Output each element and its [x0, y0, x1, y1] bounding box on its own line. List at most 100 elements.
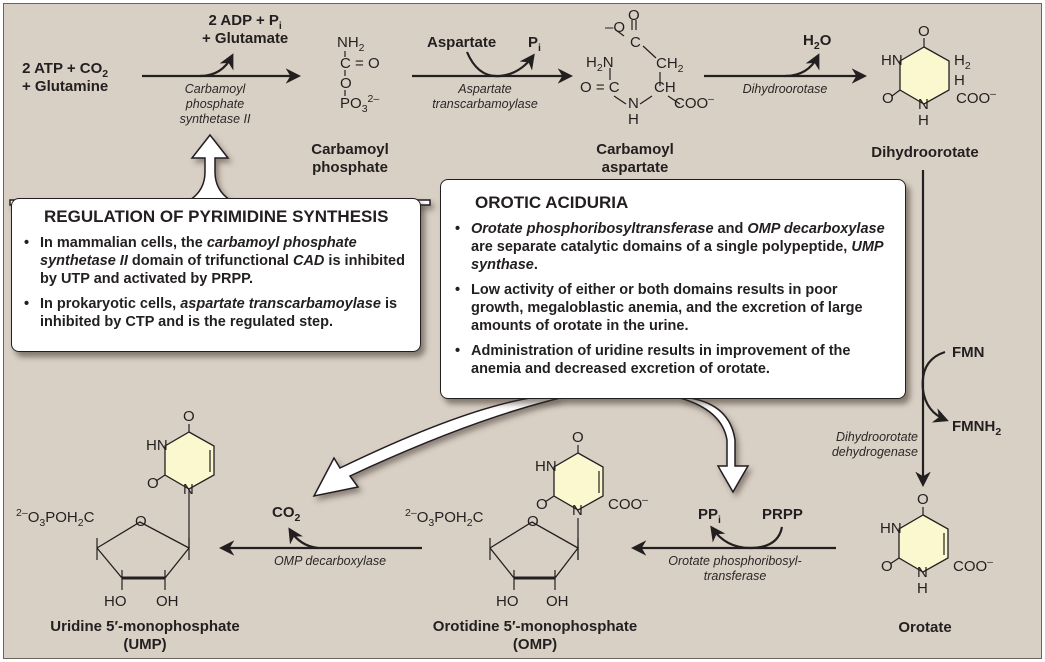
compound-name-carbamoyl-aspartate: Carbamoyl aspartate: [580, 141, 690, 177]
enzyme-line: Dihydroorotate: [836, 430, 918, 444]
italic-term: Orotate phosphoribosyltransferase: [471, 221, 714, 237]
atom-h2: H2: [954, 52, 971, 72]
orotic-pointer-arrow-down: [679, 397, 750, 494]
superscript: 2–: [16, 507, 28, 519]
dihydroorotate-ring: [891, 38, 950, 105]
step1-substrates: 2 ATP + CO2 + Glutamine: [22, 60, 108, 96]
product-fmnh2: FMNH2: [952, 418, 1002, 438]
atom-coo: COO–: [608, 495, 648, 513]
atom-h: H: [628, 111, 639, 128]
atom-ch: CH: [654, 79, 676, 96]
bullet-icon: •: [24, 235, 30, 251]
atom-text: CH: [656, 55, 678, 72]
name-line: Carbamoyl: [596, 141, 674, 158]
atom-text: PP: [698, 506, 719, 523]
name-line: aspartate: [601, 159, 669, 176]
orotic-bullet-list: •Orotate phosphoribosyltransferase and O…: [455, 220, 891, 378]
atom-coo: COO–: [953, 557, 993, 575]
bullet-icon: •: [455, 343, 461, 359]
atom-nh: H: [918, 112, 929, 129]
text-run: Administration of uridine results in imp…: [471, 343, 851, 377]
atom-hn: HN: [146, 437, 168, 454]
atom-text: COO: [674, 95, 709, 112]
name-line: (OMP): [512, 636, 558, 653]
atom-text: CO: [272, 504, 295, 521]
text-run: In prokaryotic cells,: [40, 296, 181, 312]
product-ppi: PPi: [698, 506, 721, 526]
subscript: 2: [294, 512, 301, 524]
subscript: 2: [964, 60, 971, 72]
bullet-icon: •: [455, 221, 461, 237]
name-line: Uridine 5′-monophosphate: [50, 618, 240, 635]
bullet-item: • Administration of uridine results in im…: [455, 342, 891, 378]
product-pi: Pi: [528, 34, 541, 53]
atom-text: COO: [608, 496, 643, 513]
subscript: 2: [358, 42, 365, 54]
atom-text: POH: [434, 509, 467, 526]
ump-ribose-ring: [96, 521, 190, 590]
atom-o-top: O: [917, 491, 929, 508]
product-adp-pi: 2 ADP + P: [208, 12, 279, 29]
atom-ho: HO: [496, 593, 519, 610]
carbamoyl-aspartate-bonds: [609, 20, 681, 105]
atom-text: H: [954, 52, 965, 69]
atom-o: O: [340, 75, 352, 92]
atom-o-minus: –O: [605, 19, 626, 36]
subscript: 2: [995, 426, 1002, 438]
atom-n: N: [183, 481, 194, 498]
text-run: are separate catalytic domains of a sing…: [471, 239, 852, 255]
compound-name-orotate: Orotate: [898, 619, 952, 636]
enzyme-cps2: Carbamoyl phosphate synthetase II: [160, 82, 270, 127]
atom-o-top: O: [918, 23, 930, 40]
atom-phosphate-group: 2–O3POH2C: [16, 507, 94, 529]
orotic-aciduria-info-box: OROTIC ACIDURIA •Orotate phosphoribosylt…: [440, 179, 906, 399]
side-arc-arrow-step5: [710, 525, 784, 550]
atom-hn: HN: [880, 520, 902, 537]
atom-h: H: [954, 72, 965, 89]
substrate-fmn: FMN: [952, 344, 985, 361]
italic-term: carbamoyl phosphate synthetase II: [40, 235, 357, 269]
subscript: i: [278, 20, 282, 32]
bullet-item: •Orotate phosphoribosyltransferase and O…: [455, 220, 891, 274]
side-product-arrow-step1: [199, 53, 234, 78]
atom-text: FMNH: [952, 418, 996, 435]
orotate-ring: [889, 507, 949, 573]
atom-o-left: O: [536, 496, 548, 513]
text-run: domain of trifunctional: [127, 253, 293, 269]
product-glutamate: + Glutamate: [202, 30, 289, 47]
enzyme-omp-decarboxylase: OMP decarboxylase: [273, 554, 387, 568]
compound-name-carbamoyl-phosphate: Carbamoyl phosphate: [300, 141, 400, 177]
enzyme-dihydroorotase: Dihydroorotase: [742, 82, 828, 96]
atom-ch2: CH2: [656, 55, 684, 75]
subscript: 2: [466, 517, 473, 529]
atom-text: POH: [45, 509, 78, 526]
name-line: Orotidine 5′-monophosphate: [432, 618, 638, 635]
substrate-prpp: PRPP: [762, 506, 803, 523]
compound-name-dihydroorotate: Dihydroorotate: [871, 144, 979, 161]
subscript: 3: [361, 103, 368, 115]
atom-o-top: O: [572, 429, 584, 446]
atom-o-left: O: [147, 475, 159, 492]
step1-products: 2 ADP + Pi + Glutamate: [202, 12, 288, 48]
atom-ho: HO: [104, 593, 127, 610]
subscript: 2: [596, 62, 603, 74]
omp-ribose-ring: [489, 521, 579, 590]
atom-ring-o: O: [135, 513, 147, 530]
superscript: –: [708, 93, 715, 105]
atom-o-left: O: [881, 558, 893, 575]
bullet-item: • In mammalian cells, the carbamoyl phosp…: [24, 234, 408, 288]
atom-c: C = O: [340, 56, 380, 72]
atom-ring-o: O: [527, 513, 539, 530]
enzyme-line: phosphate: [185, 97, 245, 111]
subscript: 2: [677, 63, 684, 75]
atom-text: COO: [956, 90, 991, 107]
atom-oh: OH: [156, 593, 179, 610]
atom-coo: COO–: [674, 93, 715, 112]
compound-name-ump: Uridine 5′-monophosphate (UMP): [30, 618, 260, 654]
superscript: 2–: [405, 507, 417, 519]
subscript: i: [718, 514, 721, 526]
enzyme-line: synthetase II: [179, 112, 251, 126]
text-run: In mammalian cells, the: [40, 235, 207, 251]
substrate-aspartate: Aspartate: [427, 34, 497, 51]
